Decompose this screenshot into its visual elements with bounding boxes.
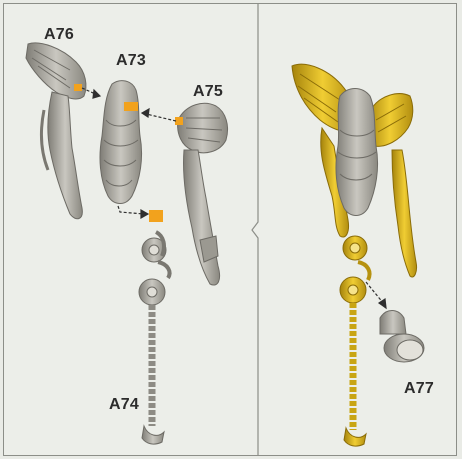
- assembled-figure: [292, 64, 417, 446]
- label-a77: A77: [404, 380, 434, 398]
- part-a76-wing: [26, 43, 86, 219]
- part-a74-staff: [139, 210, 170, 444]
- label-a74: A74: [109, 396, 139, 414]
- label-a73: A73: [116, 52, 146, 70]
- part-a77-cap: [380, 311, 424, 363]
- part-a75-wing: [175, 103, 228, 285]
- label-a76: A76: [44, 26, 74, 44]
- part-a73-body: [100, 81, 142, 204]
- assembly-arrow-a77: [366, 282, 386, 308]
- label-a75: A75: [193, 83, 223, 101]
